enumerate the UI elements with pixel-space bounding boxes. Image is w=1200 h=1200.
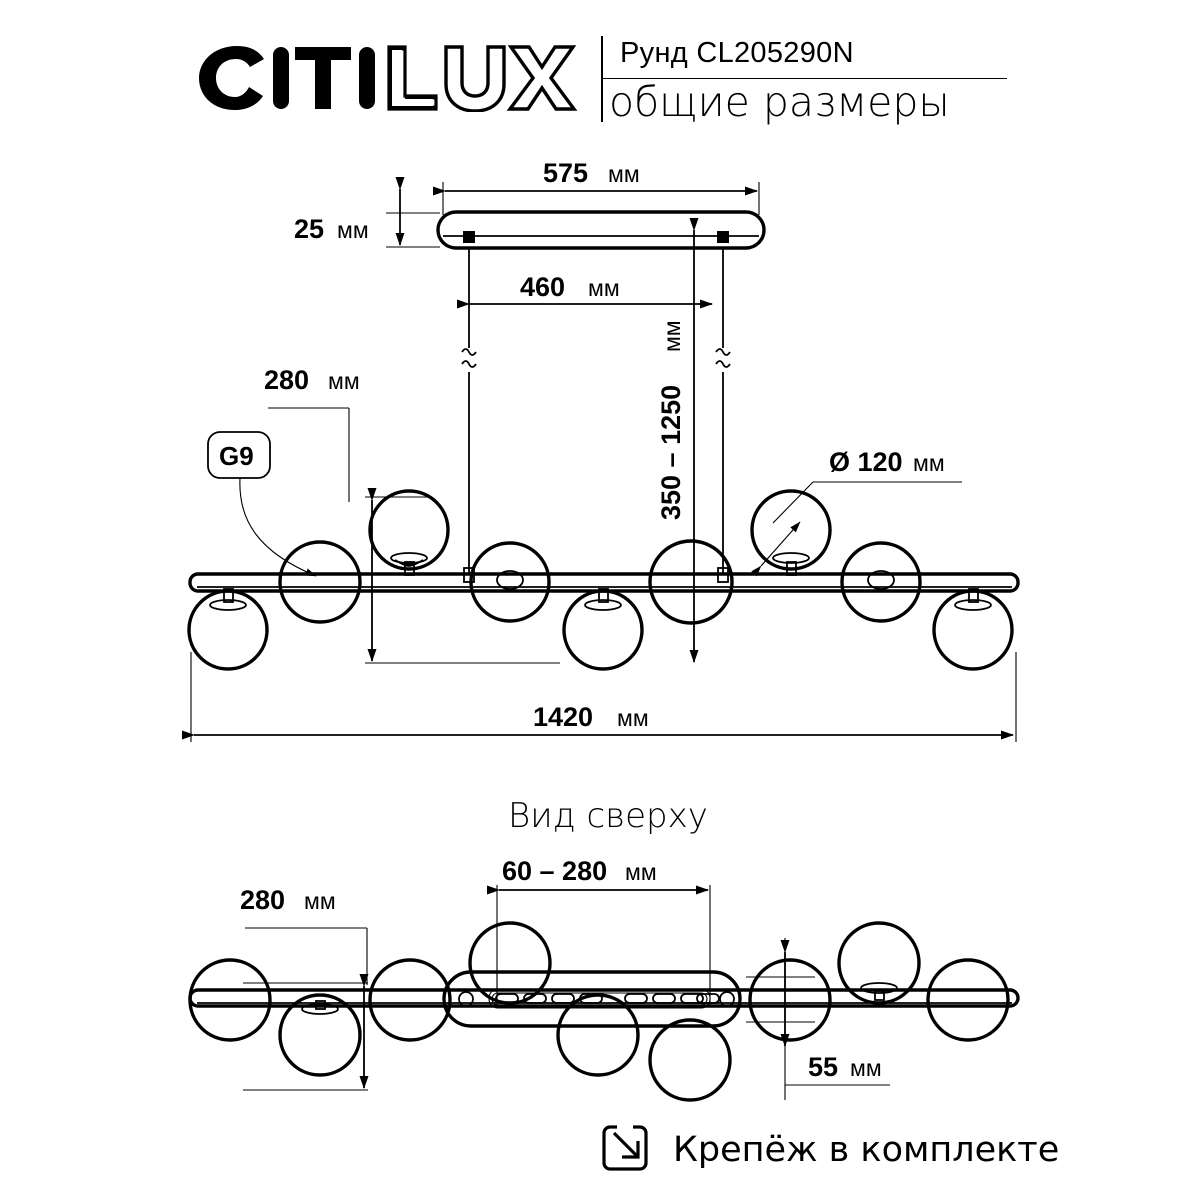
g9-label: G9 bbox=[219, 441, 254, 471]
ceiling-plate bbox=[436, 210, 766, 250]
top-globe-8 bbox=[837, 921, 921, 1005]
arrow-into-box-icon bbox=[602, 1125, 648, 1171]
dim-plate-depth-55: 55 мм bbox=[746, 938, 890, 1100]
dim-55-unit: мм bbox=[850, 1055, 882, 1081]
cable-anchor-left bbox=[463, 231, 475, 243]
dim-drop-unit: мм bbox=[659, 320, 685, 352]
header: Рунд CL205290N общие размеры bbox=[0, 0, 1200, 150]
globes-upper bbox=[368, 489, 832, 576]
dim-drop-value: 350 – 1250 bbox=[656, 385, 686, 520]
globe-center-4 bbox=[840, 541, 922, 623]
dim-1420-unit: мм bbox=[617, 705, 649, 731]
globes-centered bbox=[278, 539, 922, 625]
footer-note-text: Крепёж в комплекте bbox=[673, 1130, 1059, 1170]
top-globe-5 bbox=[556, 993, 640, 1077]
top-globe-7 bbox=[748, 958, 832, 1042]
slot-group bbox=[495, 993, 720, 1004]
footer-note: Крепёж в комплекте bbox=[602, 1125, 1059, 1171]
globe-lower-2 bbox=[562, 588, 644, 671]
globe-upper-1 bbox=[368, 489, 450, 576]
globe-center-2 bbox=[469, 541, 551, 623]
globe-lower-3 bbox=[932, 588, 1014, 671]
mount-hole-right bbox=[719, 991, 735, 1007]
top-globe-3 bbox=[368, 958, 452, 1042]
drawing-subtitle: общие размеры bbox=[609, 78, 950, 126]
globe-lower-1 bbox=[187, 588, 269, 671]
dim-25-unit: мм bbox=[337, 217, 369, 243]
globe-center-3 bbox=[648, 539, 734, 625]
top-globe-4 bbox=[468, 921, 552, 1005]
top-globe-2 bbox=[278, 993, 362, 1077]
dim-depth-unit: мм bbox=[304, 888, 336, 914]
header-divider bbox=[601, 36, 603, 122]
dim-range-value: 60 – 280 bbox=[502, 856, 607, 886]
dim-575-unit: мм bbox=[608, 161, 640, 187]
dim-plate-range: 60 – 280 мм bbox=[487, 856, 711, 1005]
dim-25-value: 25 bbox=[294, 214, 324, 244]
ceiling-mount-plate bbox=[442, 970, 742, 1028]
dim-460-value: 460 bbox=[520, 272, 565, 302]
top-globe-2-socket bbox=[301, 1000, 339, 1015]
dim-55-value: 55 bbox=[808, 1052, 838, 1082]
dim-depth-value: 280 bbox=[240, 885, 285, 915]
dim-depth-280: 280 мм bbox=[240, 885, 369, 1091]
top-view: Вид сверху 60 – 280 мм 280 мм bbox=[188, 796, 1020, 1102]
top-view-title: Вид сверху bbox=[508, 796, 708, 836]
globes-lower bbox=[187, 588, 1014, 671]
globe-center-1 bbox=[278, 540, 362, 624]
top-globe-1 bbox=[188, 958, 272, 1042]
header-rule bbox=[601, 78, 1007, 79]
dim-globe-diameter: Ø 120 мм bbox=[751, 447, 962, 577]
dim-280-value: 280 bbox=[264, 365, 309, 395]
dim-diameter-unit: мм bbox=[913, 450, 945, 476]
dim-plate-width: 575 мм bbox=[433, 158, 760, 215]
suspension-cables bbox=[461, 248, 731, 583]
dim-cable-spacing: 460 мм bbox=[457, 272, 713, 309]
dim-drop-range: 350 – 1250 мм bbox=[656, 218, 699, 663]
dim-1420-value: 1420 bbox=[533, 702, 593, 732]
top-globe-6 bbox=[648, 1018, 732, 1102]
top-globes bbox=[188, 921, 1010, 1102]
globe-upper-2 bbox=[750, 489, 832, 576]
top-globe-8-socket bbox=[860, 982, 898, 1001]
mount-hole-left bbox=[458, 991, 474, 1007]
dim-575-value: 575 bbox=[543, 158, 588, 188]
top-globe-9 bbox=[926, 958, 1010, 1042]
dim-460-unit: мм bbox=[588, 275, 620, 301]
model-name: Рунд CL205290N bbox=[620, 37, 854, 69]
dim-280-unit: мм bbox=[328, 368, 360, 394]
dim-plate-height: 25 мм bbox=[294, 177, 440, 248]
main-front-view: 575 мм 25 мм 460 мм 350 – 1250 мм bbox=[182, 158, 1020, 742]
dim-height-280: 280 мм bbox=[264, 365, 560, 664]
dim-range-unit: мм bbox=[625, 859, 657, 885]
dim-total-width: 1420 мм bbox=[182, 652, 1017, 742]
cable-anchor-right bbox=[717, 231, 729, 243]
g9-callout: G9 bbox=[207, 431, 317, 577]
dim-diameter-value: Ø 120 bbox=[829, 447, 903, 477]
citilux-logo bbox=[193, 40, 583, 112]
